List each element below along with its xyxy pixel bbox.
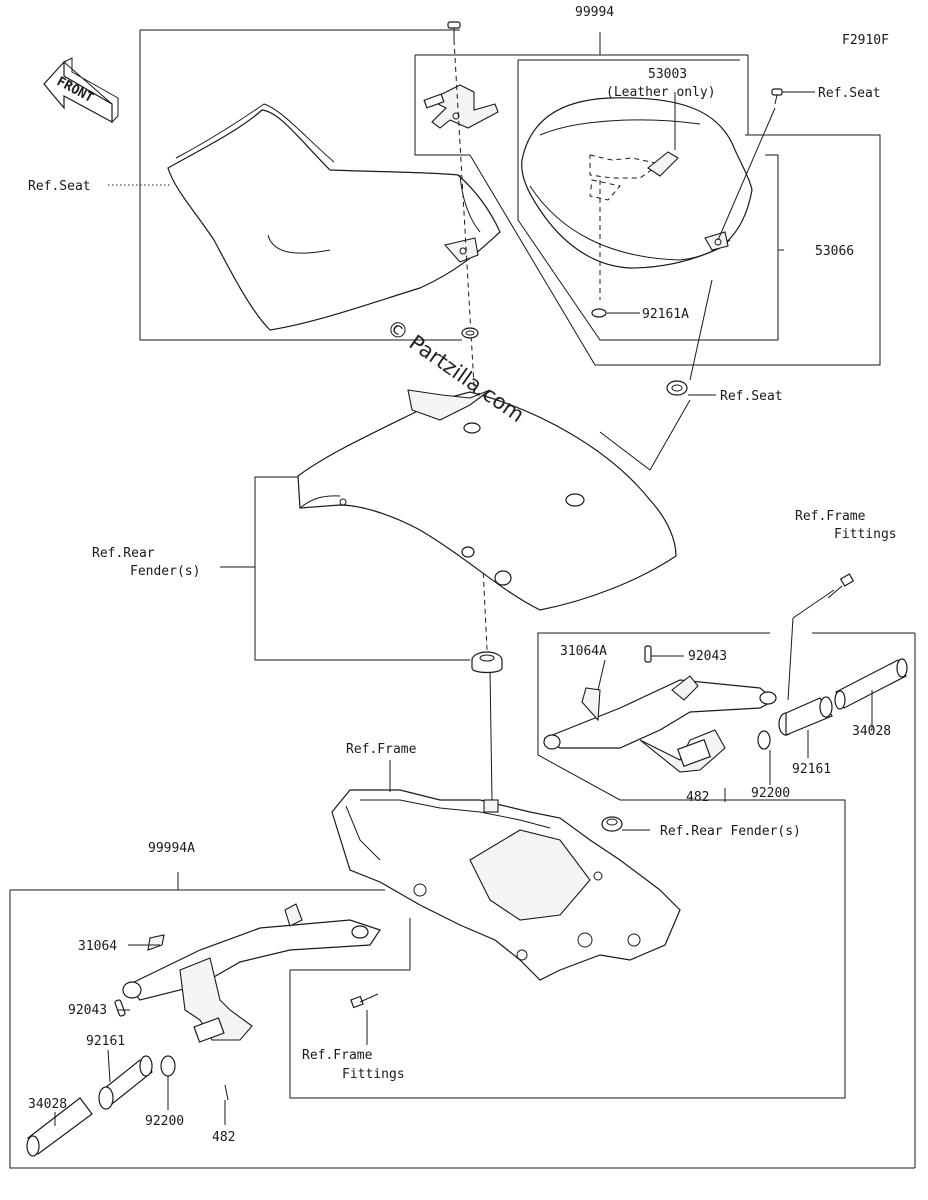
label-ref-frame-fittings-bottom-2: Fittings xyxy=(342,1067,405,1082)
left-grip-34028 xyxy=(26,1097,93,1157)
label-ref-rear-fender-1: Ref.Rear xyxy=(92,546,155,561)
label-92200-left: 92200 xyxy=(145,1114,184,1129)
label-ref-frame-fittings-bottom-1: Ref.Frame xyxy=(302,1048,373,1063)
label-ref-seat-left: Ref.Seat xyxy=(28,179,91,194)
rear-fender-frame xyxy=(254,476,470,661)
label-53003-note: (Leather only) xyxy=(606,85,716,100)
seat-bolt-top xyxy=(447,21,461,40)
fender-collar xyxy=(471,651,503,674)
label-99994a: 99994A xyxy=(148,841,195,856)
label-99994: 99994 xyxy=(575,5,614,20)
label-ref-seat-mid: Ref.Seat xyxy=(720,389,783,404)
right-step-frame xyxy=(289,632,916,1168)
label-92161a: 92161A xyxy=(642,307,689,322)
front-arrow-icon: FRONT xyxy=(43,57,119,124)
left-step-bracket-drawing xyxy=(122,903,381,1043)
left-pin-92043 xyxy=(114,999,126,1017)
outer-seat-frame xyxy=(469,134,881,366)
right-footpeg-rubber-92161 xyxy=(778,696,833,736)
label-92161-left: 92161 xyxy=(86,1034,125,1049)
label-92043-left: 92043 xyxy=(68,1003,107,1018)
figure-code: F2910F xyxy=(842,33,889,48)
left-cotter-482 xyxy=(224,1084,229,1101)
label-53066: 53066 xyxy=(815,244,854,259)
seat-53066-frame xyxy=(517,59,779,341)
label-ref-seat-top: Ref.Seat xyxy=(818,86,881,101)
label-92043-right: 92043 xyxy=(688,649,727,664)
label-53003: 53003 xyxy=(648,67,687,82)
label-482-right: 482 xyxy=(686,790,709,805)
label-34028-right: 34028 xyxy=(852,724,891,739)
label-ref-rear-fender-2: Fender(s) xyxy=(130,564,200,579)
rear-fender-drawing xyxy=(297,389,677,611)
frame-bolt-top xyxy=(827,573,855,599)
label-ref-frame-fittings-top-2: Fittings xyxy=(834,527,897,542)
left-step-frame xyxy=(9,872,915,1169)
washer-ref-seat xyxy=(666,380,688,396)
label-ref-frame: Ref.Frame xyxy=(346,742,417,757)
rear-frame-drawing xyxy=(331,789,681,981)
label-34028-left: 34028 xyxy=(28,1097,67,1112)
kit-99994-frame xyxy=(414,32,749,156)
left-washer-92200 xyxy=(160,1055,176,1077)
stock-seat-drawing xyxy=(167,103,501,331)
grommet-92161a xyxy=(591,308,607,318)
seat-assembly-frame xyxy=(139,29,462,341)
right-pin-92043 xyxy=(644,645,684,663)
comfort-seat-drawing xyxy=(521,97,753,269)
seat-bracket-drawing xyxy=(423,84,499,129)
right-grip-34028 xyxy=(834,658,908,710)
label-31064a: 31064A xyxy=(560,644,607,659)
washer-left-seat xyxy=(461,327,479,339)
label-92161-right: 92161 xyxy=(792,762,831,777)
label-92200-right: 92200 xyxy=(751,786,790,801)
frame-bolt-bottom xyxy=(350,993,379,1009)
label-482-left: 482 xyxy=(212,1130,235,1145)
label-31064: 31064 xyxy=(78,939,117,954)
right-washer-92200 xyxy=(757,730,771,750)
right-step-bracket-drawing xyxy=(543,675,777,773)
left-footpeg-rubber-92161 xyxy=(98,1055,153,1110)
label-ref-rear-fenders-mid: Ref.Rear Fender(s) xyxy=(660,824,801,839)
label-ref-frame-fittings-top-1: Ref.Frame xyxy=(795,509,866,524)
seat-screw-right xyxy=(771,88,815,105)
